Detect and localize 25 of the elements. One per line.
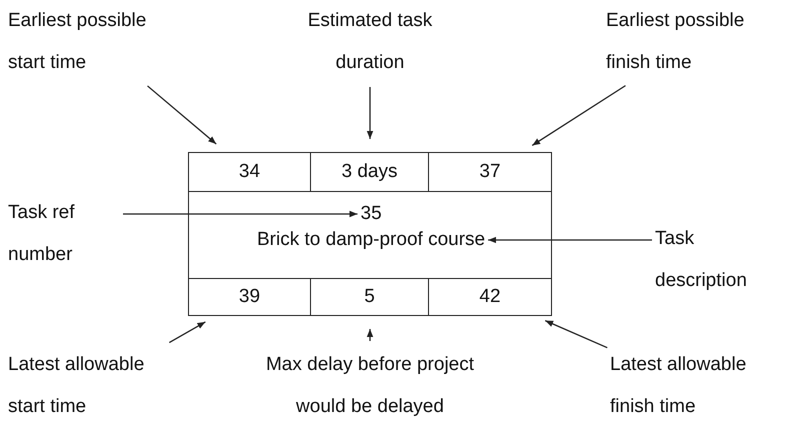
annotation-label: Task description	[655, 218, 780, 302]
annotation-label: Earliest possible start time	[8, 0, 183, 84]
annotation-label: Latest allowable start time	[8, 344, 178, 428]
table-cell: 37	[429, 153, 551, 192]
leader-arrow	[123, 210, 358, 218]
leader-arrow	[366, 329, 374, 341]
table-cell: 39	[189, 278, 311, 315]
annotation-label: Max delay before project would be delayed	[240, 344, 500, 428]
leader-arrow	[488, 236, 652, 244]
leader-arrow	[366, 87, 374, 139]
annotation-label: Estimated task duration	[290, 0, 450, 84]
leader-arrow	[544, 320, 608, 348]
cell-text: 35	[360, 202, 382, 226]
table-cell: 42	[429, 278, 551, 315]
annotation-label: Earliest possible finish time	[606, 0, 781, 84]
cell-text: Brick to damp-proof course	[257, 228, 486, 252]
leader-arrow	[147, 85, 217, 144]
table-cell: 5	[311, 278, 429, 315]
table-cell: 34	[189, 153, 311, 192]
annotation-label: Task ref number	[8, 192, 120, 276]
table-frame	[188, 152, 552, 316]
annotation-label: Latest allowable finish time	[610, 344, 780, 428]
leader-arrow	[168, 321, 206, 344]
table-cell: 3 days	[311, 153, 429, 192]
leader-arrow	[532, 85, 626, 146]
